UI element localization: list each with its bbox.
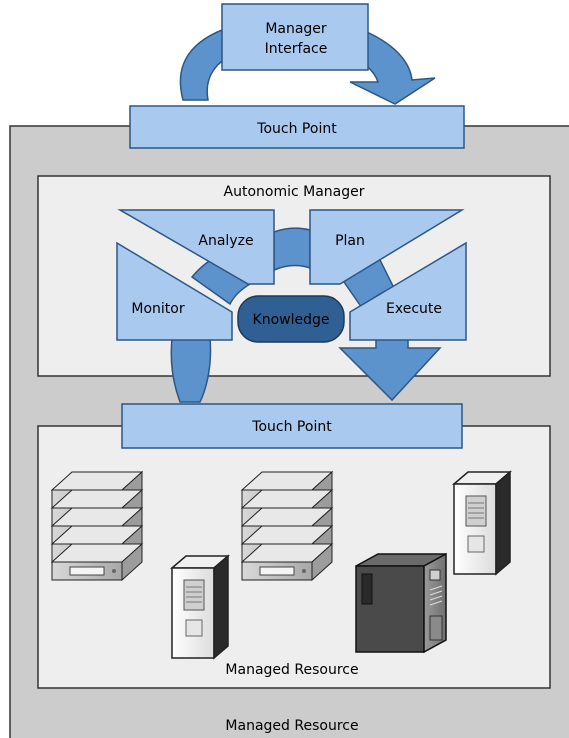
- manager-interface-line1: Manager: [265, 21, 327, 37]
- inner-managed-resource-label: Managed Resource: [225, 662, 358, 678]
- plan-label: Plan: [335, 233, 365, 249]
- workstation-tower-icon: [355, 552, 447, 654]
- analyze-plan-connector: [273, 227, 311, 272]
- manager-interface-line2: Interface: [265, 41, 328, 57]
- knowledge-box: [237, 295, 345, 343]
- knowledge-label: Knowledge: [253, 312, 330, 328]
- touch-point-top-box: [129, 105, 465, 149]
- execute-label: Execute: [386, 301, 442, 317]
- tower-server-icon: [453, 471, 511, 575]
- touch-point-top-label: Touch Point: [256, 121, 337, 137]
- manager-interface-box: [221, 3, 369, 71]
- autonomic-manager-title: Autonomic Manager: [224, 184, 365, 200]
- monitor-shape: [116, 241, 233, 341]
- autonomic-manager-panel: [37, 175, 551, 377]
- execute-shape: [349, 241, 467, 341]
- outer-managed-resource-label: Managed Resource: [225, 718, 358, 734]
- analyze-shape: [117, 209, 275, 285]
- monitor-to-touchpoint-arrow: [170, 337, 212, 403]
- rack-server-icon: [51, 471, 143, 581]
- plan-shape: [309, 209, 465, 285]
- tower-server-icon: [171, 555, 229, 659]
- monitor-label: Monitor: [131, 301, 184, 317]
- analyze-label: Analyze: [198, 233, 253, 249]
- touch-point-bottom-label: Touch Point: [251, 419, 332, 435]
- rack-server-icon: [241, 471, 333, 581]
- touch-point-bottom-box: [121, 403, 463, 449]
